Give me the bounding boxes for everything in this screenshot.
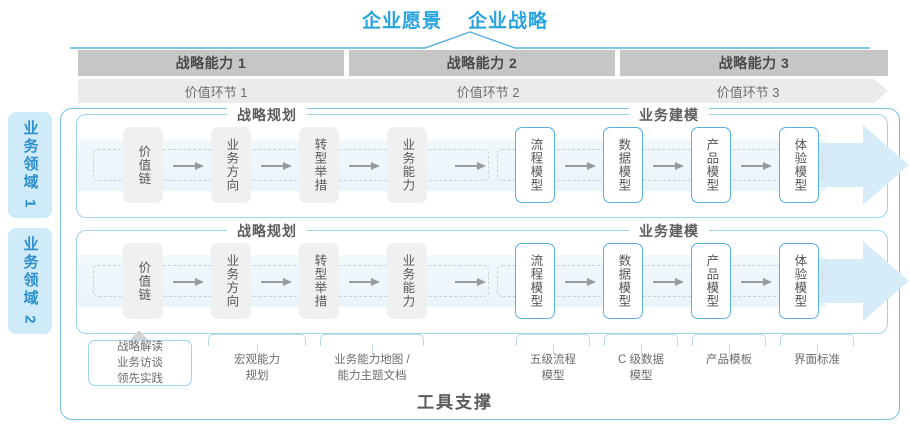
row-1-track-right: [497, 149, 823, 181]
capability-bar-row: 战略能力 1 战略能力 2 战略能力 3: [78, 50, 888, 76]
row-1-arrow-7: [741, 162, 775, 170]
node-value-chain-2[interactable]: 价值链: [123, 243, 163, 319]
section-heading-planning-2: 战略规划: [227, 221, 307, 241]
node-data-model-2[interactable]: 数据模型: [603, 243, 643, 319]
domain-row-2: 战略规划 业务建模 价值链 业务方向 转型举措 业务能力 流程模型 数据模型 产…: [76, 221, 909, 334]
domain-tab-2: 业务领域 2: [8, 228, 52, 334]
brace-macro-capability: [208, 334, 306, 354]
capability-bar-3: 战略能力 3: [620, 50, 888, 76]
value-link-3: 价值环节 3: [622, 79, 888, 103]
row-2-arrow-6: [653, 278, 687, 286]
value-link-2-label: 价值环节 2: [456, 84, 520, 100]
node-business-capability-1[interactable]: 业务能力: [387, 127, 427, 203]
row-2-arrow-2: [261, 278, 295, 286]
row-1-track-left: [93, 149, 489, 181]
node-experience-model-2[interactable]: 体验模型: [779, 243, 819, 319]
top-titles: 企业愿景 企业战略: [0, 6, 910, 33]
row-1-arrow-1: [173, 162, 207, 170]
row-1-arrow-4: [455, 162, 489, 170]
node-business-direction-1[interactable]: 业务方向: [211, 127, 251, 203]
value-link-1: 价值环节 1: [78, 79, 368, 103]
tool-label-macro-capability: 宏观能力规划: [234, 354, 280, 383]
tool-label-process-model: 五级流程模型: [530, 354, 576, 383]
row-2-arrow-7: [741, 278, 775, 286]
node-process-model-2[interactable]: 流程模型: [515, 243, 555, 319]
tool-label-ui-standard: 界面标准: [794, 354, 840, 366]
outer-container: [60, 108, 900, 420]
capability-bar-1: 战略能力 1: [78, 50, 344, 76]
node-product-model-1[interactable]: 产品模型: [691, 127, 731, 203]
tool-label-data-model: C 级数据模型: [618, 354, 664, 383]
node-experience-model-1[interactable]: 体验模型: [779, 127, 819, 203]
node-data-model-1[interactable]: 数据模型: [603, 127, 643, 203]
capability-bar-2: 战略能力 2: [349, 50, 615, 76]
row-2-arrow-4: [455, 278, 489, 286]
row-1-arrow-3: [349, 162, 383, 170]
tool-label-capability-map: 业务能力地图 /能力主题文档: [334, 354, 410, 383]
tool-box-strategy-inputs[interactable]: 战略解读 业务访谈 领先实践: [88, 340, 192, 386]
value-link-2: 价值环节 2: [350, 79, 640, 103]
domain-row-1: 战略规划 业务建模 价值链 业务方向 转型举措 业务能力 流程模型 数据模型 产…: [76, 105, 909, 218]
vee-connector-line: [70, 31, 870, 49]
tool-box-text: 战略解读 业务访谈 领先实践: [117, 339, 163, 388]
title-enterprise-vision: 企业愿景: [361, 11, 442, 32]
domain-tab-1: 业务领域 1: [8, 112, 52, 218]
row-1-arrow-5: [565, 162, 599, 170]
brace-product-template: [692, 334, 766, 354]
row-2-arrow-1: [173, 278, 207, 286]
node-process-model-1[interactable]: 流程模型: [515, 127, 555, 203]
node-value-chain-1[interactable]: 价值链: [123, 127, 163, 203]
row-2-arrow-5: [565, 278, 599, 286]
node-business-direction-2[interactable]: 业务方向: [211, 243, 251, 319]
section-heading-modeling-1: 业务建模: [629, 105, 709, 125]
value-link-3-label: 价值环节 3: [716, 84, 780, 100]
node-transformation-2[interactable]: 转型举措: [299, 243, 339, 319]
tool-box-line-1: 战略解读: [117, 340, 163, 353]
value-link-row: 价值环节 1 价值环节 2 价值环节 3: [78, 79, 888, 103]
brace-ui-standard: [780, 334, 854, 354]
row-2-track-right: [497, 265, 823, 297]
title-enterprise-strategy: 企业战略: [468, 11, 549, 32]
tool-box-line-3: 领先实践: [117, 373, 163, 386]
section-heading-modeling-2: 业务建模: [629, 221, 709, 241]
section-heading-planning-1: 战略规划: [227, 105, 307, 125]
row-2-arrow-3: [349, 278, 383, 286]
tools-support-title: 工具支撑: [417, 393, 493, 412]
tool-label-product-template: 产品模板: [706, 354, 752, 366]
row-1-arrow-2: [261, 162, 295, 170]
node-transformation-1[interactable]: 转型举措: [299, 127, 339, 203]
brace-capability-map: [320, 334, 424, 354]
node-business-capability-2[interactable]: 业务能力: [387, 243, 427, 319]
tool-box-line-2: 业务访谈: [117, 356, 163, 369]
brace-data-model: [604, 334, 678, 354]
row-2-track-left: [93, 265, 489, 297]
node-product-model-2[interactable]: 产品模型: [691, 243, 731, 319]
value-link-1-label: 价值环节 1: [184, 84, 248, 100]
row-1-arrow-6: [653, 162, 687, 170]
brace-process-model: [516, 334, 590, 354]
